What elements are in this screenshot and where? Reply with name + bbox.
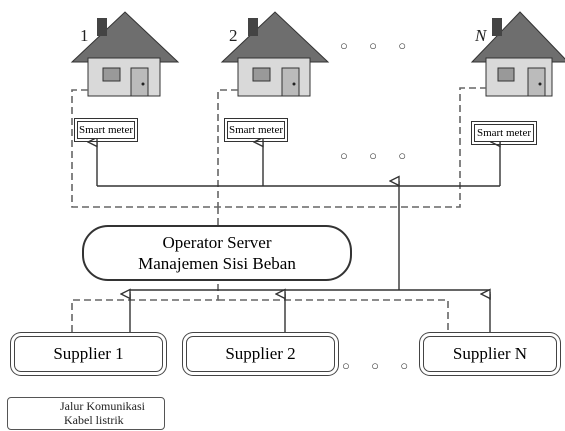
supplier-n: Supplier N [423,336,557,372]
operator-server: Operator Server Manajemen Sisi Beban [82,225,352,281]
house-label-2: 2 [229,26,238,45]
supplier-ellipsis: ○ ○ ○ [342,358,418,373]
supplier-1: Supplier 1 [14,336,163,372]
smart-meter-2: Smart meter [224,118,288,142]
house-ellipsis-middle: ○ ○ ○ [340,148,416,163]
smart-meter-1: Smart meter [74,118,138,142]
smart-meter-n: Smart meter [471,121,537,145]
server-title-line1: Operator Server [162,233,272,252]
legend-communication-label: Jalur Komunikasi [60,399,145,413]
house-ellipsis-top: ○ ○ ○ [340,38,416,53]
power-cables [97,142,501,335]
server-title-line2: Manajemen Sisi Beban [138,254,296,273]
house-icon-2 [220,11,330,97]
house-label-n: N [475,26,487,45]
legend [7,397,165,430]
house-icon-1 [70,11,180,97]
supplier-2: Supplier 2 [186,336,335,372]
house-label-1: 1 [80,26,89,45]
legend-power-label: Kabel listrik [64,413,124,427]
house-icon-n [470,11,565,97]
